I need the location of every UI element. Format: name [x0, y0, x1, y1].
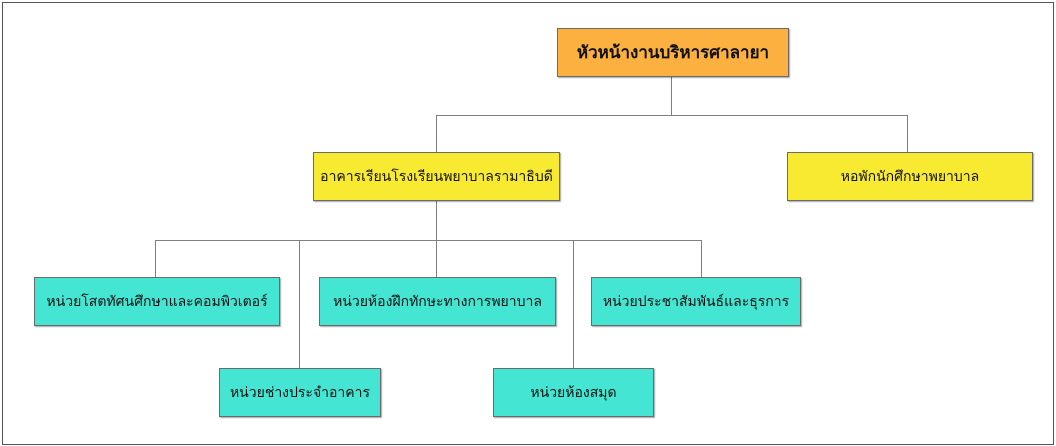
org-node-maintenance[interactable]: หน่วยช่างประจำอาคาร	[219, 368, 381, 417]
connector	[155, 240, 156, 277]
connector	[436, 115, 437, 152]
org-node-av-computer[interactable]: หน่วยโสตทัศนศึกษาและคอมพิวเตอร์	[34, 277, 280, 326]
connector	[671, 77, 672, 115]
connector	[155, 240, 702, 241]
node-label: หน่วยประชาสัมพันธ์และธุรการ	[602, 293, 790, 310]
connector	[436, 201, 437, 277]
org-node-school-building[interactable]: อาคารเรียนโรงเรียนพยาบาลรามาธิบดี	[313, 152, 560, 201]
connector	[436, 115, 908, 116]
org-node-pr-admin[interactable]: หน่วยประชาสัมพันธ์และธุรการ	[591, 277, 801, 326]
node-label: หน่วยห้องฝึกทักษะทางการพยาบาล	[333, 293, 542, 310]
node-label: หน่วยห้องสมุด	[530, 384, 617, 401]
org-node-library[interactable]: หน่วยห้องสมุด	[493, 368, 654, 417]
node-label: อาคารเรียนโรงเรียนพยาบาลรามาธิบดี	[320, 168, 553, 185]
org-node-root[interactable]: หัวหน้างานบริหารศาลายา	[557, 28, 789, 77]
org-node-dormitory[interactable]: หอพักนักศึกษาพยาบาล	[787, 152, 1033, 201]
org-node-nursing-skills-lab[interactable]: หน่วยห้องฝึกทักษะทางการพยาบาล	[319, 277, 556, 326]
node-label: หัวหน้างานบริหารศาลายา	[576, 43, 770, 63]
node-label: หน่วยโสตทัศนศึกษาและคอมพิวเตอร์	[46, 293, 268, 310]
node-label: หน่วยช่างประจำอาคาร	[229, 384, 371, 401]
connector	[573, 240, 574, 368]
connector	[299, 240, 300, 368]
connector	[701, 240, 702, 277]
connector	[907, 115, 908, 152]
node-label: หอพักนักศึกษาพยาบาล	[840, 168, 980, 185]
